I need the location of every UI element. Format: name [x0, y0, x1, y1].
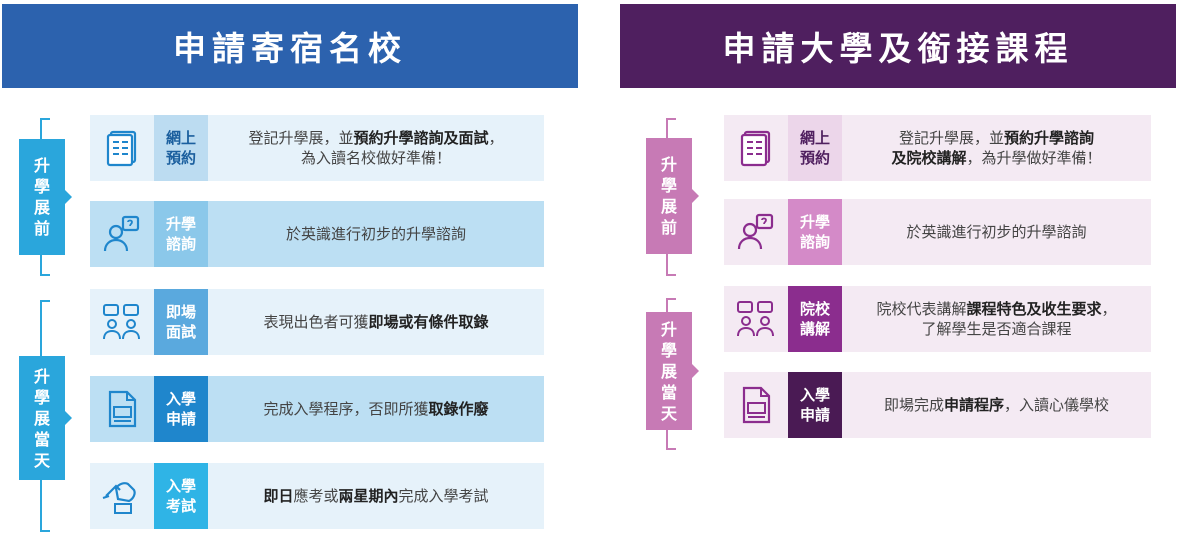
consultant-question-icon [90, 201, 154, 267]
step-label: 升學諮詢 [788, 199, 842, 265]
left-step-interview: 即場面試 表現出色者可獲即場或有條件取錄 [90, 289, 544, 355]
step-description: 登記升學展，並預約升學諮詢及院校講解，為升學做好準備！ [891, 129, 1102, 167]
left-step-entrance-exam: 入學考試 即日應考或兩星期內完成入學考試 [90, 463, 544, 529]
step-label: 院校講解 [788, 286, 842, 352]
right-step-online-booking: 網上預約 登記升學展，並預約升學諮詢及院校講解，為升學做好準備！ [724, 115, 1151, 181]
step-description: 於英識進行初步的升學諮詢 [906, 223, 1087, 241]
exam-writing-icon [90, 463, 154, 529]
step-description: 即日應考或兩星期內完成入學考試 [263, 487, 489, 505]
document-list-icon [90, 115, 154, 181]
step-label: 網上預約 [154, 115, 208, 181]
document-list-icon [724, 115, 788, 181]
interview-icon [724, 286, 788, 352]
step-description: 於英識進行初步的升學諮詢 [285, 225, 466, 243]
step-label: 入學考試 [154, 463, 208, 529]
step-label: 即場面試 [154, 289, 208, 355]
left-step-consultation: 升學諮詢 於英識進行初步的升學諮詢 [90, 201, 544, 267]
right-stage-before-tag: 升學展前 [646, 138, 699, 254]
step-label: 升學諮詢 [154, 201, 208, 267]
interview-icon [90, 289, 154, 355]
step-label: 網上預約 [788, 115, 842, 181]
step-description: 表現出色者可獲即場或有條件取錄 [263, 313, 489, 331]
right-step-application: 入學申請 即場完成申請程序，入讀心儀學校 [724, 372, 1151, 438]
left-stage-before-tag: 升學展前 [19, 139, 72, 255]
right-step-consultation: 升學諮詢 於英識進行初步的升學諮詢 [724, 199, 1151, 265]
application-form-icon [90, 376, 154, 442]
step-label: 入學申請 [788, 372, 842, 438]
application-form-icon [724, 372, 788, 438]
right-title-banner: 申請大學及銜接課程 [620, 4, 1176, 88]
right-stage-day-tag: 升學展當天 [646, 312, 699, 430]
left-title-banner: 申請寄宿名校 [2, 4, 578, 88]
consultant-question-icon [724, 199, 788, 265]
left-title: 申請寄宿名校 [173, 29, 407, 68]
step-label: 入學申請 [154, 376, 208, 442]
left-step-online-booking: 網上預約 登記升學展，並預約升學諮詢及面試，為入讀名校做好準備！ [90, 115, 544, 181]
step-description: 即場完成申請程序，入讀心儀學校 [883, 396, 1110, 414]
right-step-institution-briefing: 院校講解 院校代表講解課程特色及收生要求，了解學生是否適合課程 [724, 286, 1151, 352]
step-description: 登記升學展，並預約升學諮詢及面試，為入讀名校做好準備！ [248, 129, 504, 167]
left-step-application: 入學申請 完成入學程序，否即所獲取錄作廢 [90, 376, 544, 442]
right-title: 申請大學及銜接課程 [722, 29, 1074, 68]
step-description: 院校代表講解課程特色及收生要求，了解學生是否適合課程 [876, 300, 1117, 338]
left-stage-day-tag: 升學展當天 [19, 356, 72, 480]
step-description: 完成入學程序，否即所獲取錄作廢 [263, 400, 489, 418]
